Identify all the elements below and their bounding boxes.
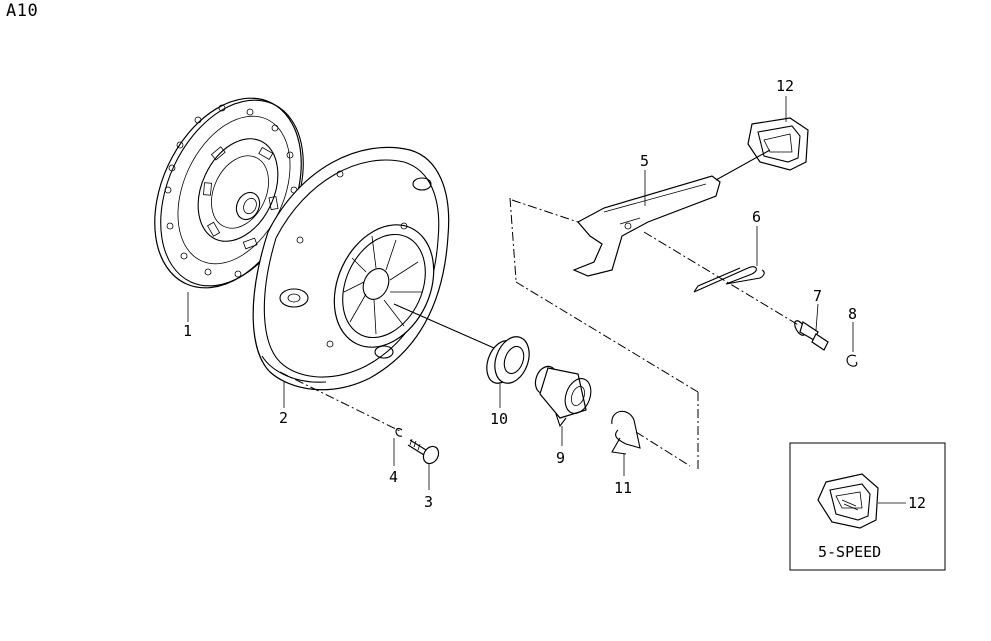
callout-8: 8	[848, 305, 857, 323]
washer-part	[395, 428, 403, 437]
bearing-part	[486, 336, 530, 384]
callout-5: 5	[640, 152, 649, 170]
inset-caption: 5-SPEED	[818, 543, 881, 561]
callout-9: 9	[556, 449, 565, 467]
inset-boot-part	[817, 473, 879, 529]
bolt-part	[407, 438, 440, 465]
boot-part	[747, 117, 809, 171]
assembly-lines	[279, 149, 801, 470]
callout-2: 2	[279, 409, 288, 427]
callout-1: 1	[183, 322, 192, 340]
retaining-spring-part	[693, 266, 765, 293]
release-bearing-hub-part	[534, 365, 592, 428]
callout-12: 12	[776, 77, 794, 95]
spring-clip-part	[611, 410, 641, 455]
inset-5-speed: 12 5-SPEED	[789, 442, 946, 571]
callout-11: 11	[614, 479, 632, 497]
inset-callout-12: 12	[908, 494, 926, 512]
callout-7: 7	[813, 287, 822, 305]
e-clip-part	[846, 354, 858, 367]
leader-lines	[187, 96, 854, 490]
callout-6: 6	[752, 208, 761, 226]
pivot-stud-part	[794, 320, 829, 351]
callout-10: 10	[490, 410, 508, 428]
callout-4: 4	[389, 468, 398, 486]
page-code: A10	[6, 1, 39, 21]
release-fork-part	[572, 175, 721, 277]
callout-3: 3	[424, 493, 433, 511]
pressure-plate-part	[252, 146, 450, 391]
